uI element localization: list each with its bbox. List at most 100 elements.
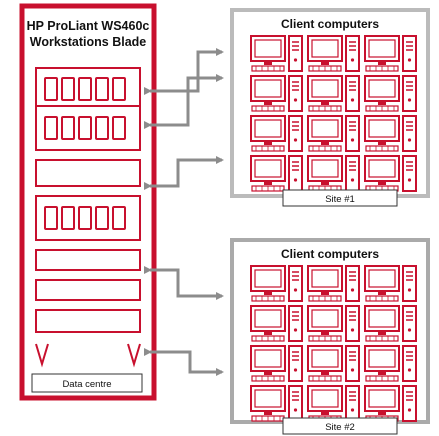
tower-icon bbox=[345, 385, 360, 422]
keyboard-icon bbox=[365, 335, 399, 342]
client-computer bbox=[364, 265, 417, 302]
tower-icon bbox=[402, 265, 417, 302]
blade-slot bbox=[112, 116, 126, 140]
client-computer bbox=[307, 155, 360, 192]
client-computer bbox=[364, 155, 417, 192]
monitor-icon bbox=[307, 115, 343, 145]
data-centre-label: Data centre bbox=[62, 379, 111, 390]
keyboard-icon bbox=[308, 335, 342, 342]
keyboard-icon bbox=[251, 65, 285, 72]
tower-icon bbox=[288, 155, 303, 192]
monitor-icon bbox=[307, 75, 343, 105]
tower-icon bbox=[345, 265, 360, 302]
connection-arrows bbox=[144, 48, 224, 376]
blade-enclosure bbox=[35, 159, 141, 187]
keyboard-icon bbox=[308, 145, 342, 152]
keyboard-icon bbox=[251, 185, 285, 192]
site-1-panel: Client computers Site #1 bbox=[230, 8, 430, 207]
client-computer bbox=[307, 35, 360, 72]
client-computer bbox=[364, 115, 417, 152]
keyboard-icon bbox=[308, 65, 342, 72]
monitor-icon bbox=[307, 385, 343, 415]
rack-feet bbox=[35, 343, 141, 368]
keyboard-icon bbox=[365, 105, 399, 112]
tower-icon bbox=[402, 115, 417, 152]
client-computer bbox=[250, 305, 303, 342]
blade-slot bbox=[61, 116, 75, 140]
keyboard-icon bbox=[251, 145, 285, 152]
tower-icon bbox=[288, 305, 303, 342]
blade-slot bbox=[95, 206, 109, 230]
rack-title-line2: Workstations Blade bbox=[30, 35, 147, 49]
client-computer bbox=[364, 305, 417, 342]
blade-enclosure bbox=[35, 249, 141, 271]
client-computer bbox=[364, 35, 417, 72]
keyboard-icon bbox=[365, 375, 399, 382]
monitor-icon bbox=[250, 35, 286, 65]
site-2-computer-grid bbox=[250, 265, 417, 422]
monitor-icon bbox=[364, 155, 400, 185]
tower-icon bbox=[288, 385, 303, 422]
blade-slot bbox=[95, 116, 109, 140]
monitor-icon bbox=[307, 35, 343, 65]
keyboard-icon bbox=[251, 105, 285, 112]
client-computer bbox=[250, 115, 303, 152]
blade-slot bbox=[61, 77, 75, 101]
blade-slot bbox=[95, 77, 109, 101]
blade-enclosure bbox=[35, 309, 141, 333]
client-computer bbox=[364, 385, 417, 422]
monitor-icon bbox=[364, 115, 400, 145]
client-computer bbox=[250, 385, 303, 422]
data-centre-rack: HP ProLiant WS460c Workstations Blade bbox=[19, 3, 157, 401]
tower-icon bbox=[345, 155, 360, 192]
site-2-title: Client computers bbox=[281, 247, 379, 261]
rack-title-line1: HP ProLiant WS460c bbox=[27, 19, 150, 33]
tower-icon bbox=[402, 345, 417, 382]
site-2-label: Site #2 bbox=[325, 422, 355, 433]
rack-inner bbox=[35, 67, 141, 368]
blade-slot bbox=[44, 206, 58, 230]
blade-enclosure bbox=[35, 195, 141, 241]
blade-enclosure bbox=[35, 279, 141, 301]
client-computer bbox=[307, 385, 360, 422]
blade-slot bbox=[78, 77, 92, 101]
blade-slot bbox=[112, 206, 126, 230]
blade-enclosure bbox=[35, 67, 141, 151]
connection-arrow-icon bbox=[144, 266, 224, 300]
tower-icon bbox=[402, 155, 417, 192]
tower-icon bbox=[402, 385, 417, 422]
client-computer bbox=[307, 305, 360, 342]
monitor-icon bbox=[307, 305, 343, 335]
monitor-icon bbox=[250, 75, 286, 105]
monitor-icon bbox=[250, 265, 286, 295]
client-computer bbox=[250, 155, 303, 192]
site-1-label: Site #1 bbox=[325, 194, 355, 205]
keyboard-icon bbox=[365, 65, 399, 72]
monitor-icon bbox=[250, 155, 286, 185]
blade-slot bbox=[112, 77, 126, 101]
tower-icon bbox=[288, 115, 303, 152]
tower-icon bbox=[345, 35, 360, 72]
tower-icon bbox=[288, 345, 303, 382]
tower-icon bbox=[345, 115, 360, 152]
blade-slot bbox=[44, 77, 58, 101]
monitor-icon bbox=[364, 345, 400, 375]
monitor-icon bbox=[364, 35, 400, 65]
keyboard-icon bbox=[308, 375, 342, 382]
connection-arrow-icon bbox=[144, 48, 224, 95]
tower-icon bbox=[345, 75, 360, 112]
data-centre-label-box: Data centre bbox=[31, 373, 143, 393]
monitor-icon bbox=[364, 305, 400, 335]
tower-icon bbox=[402, 35, 417, 72]
blade-slot bbox=[61, 206, 75, 230]
keyboard-icon bbox=[308, 295, 342, 302]
monitor-icon bbox=[307, 155, 343, 185]
blade-slot bbox=[78, 116, 92, 140]
tower-icon bbox=[288, 75, 303, 112]
tower-icon bbox=[345, 345, 360, 382]
client-computer bbox=[364, 75, 417, 112]
connection-arrow-icon bbox=[144, 348, 224, 376]
monitor-icon bbox=[250, 115, 286, 145]
tower-icon bbox=[402, 75, 417, 112]
